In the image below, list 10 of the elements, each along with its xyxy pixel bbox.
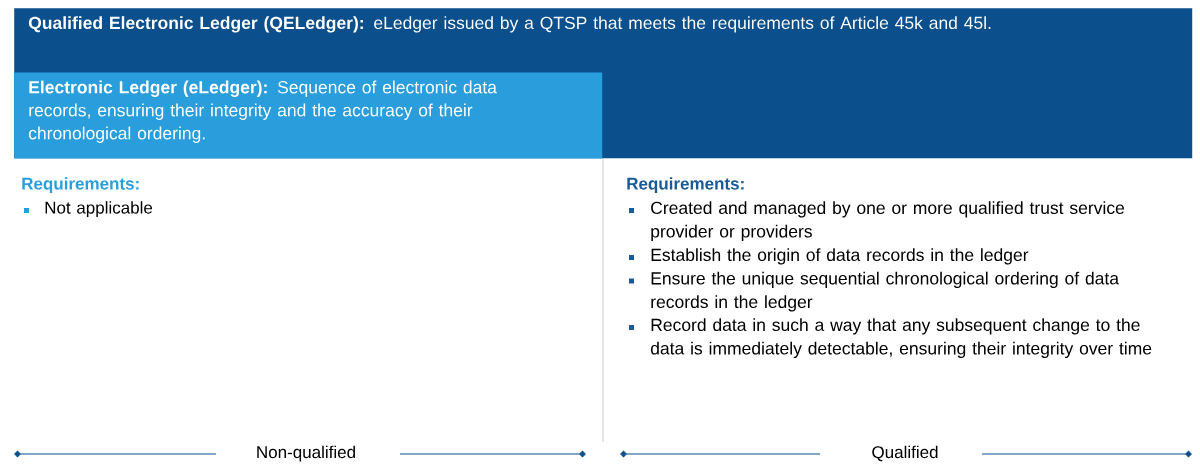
bullet-item: Created and managed by one or more qualified trust service provider or providers [651,201,1125,241]
bullet-item: Establish the origin of data records in the ledger [651,248,1029,265]
bullet-item: Ensure the unique sequential chronological ordering of data records in the ledger [651,271,1120,312]
section-heading: Requirements: [22,177,139,194]
inner-ledger-box: Electronic Ledger (eLedger): Sequence of electronic data records, ensuring their integrity and the accuracy of their chronological ordering. [14,72,603,159]
section-heading: Requirements: [627,177,744,194]
bullet-item: Not applicable [45,201,153,218]
range-label: Qualified [872,445,938,462]
range-label: Non-qualified [257,445,355,462]
bullet-item: Record data in such a way that any subsequent change to the data is immediately detectable, ensuring their integrity over time [650,318,1152,358]
